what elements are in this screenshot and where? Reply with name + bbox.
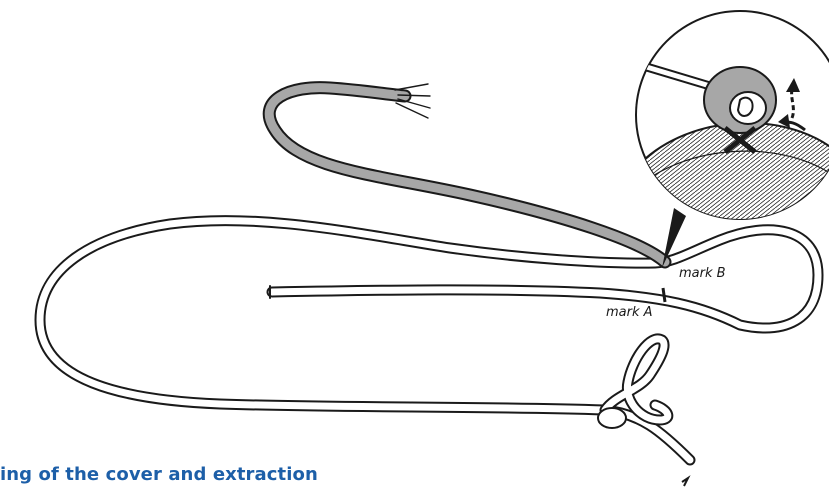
section-heading: ing of the cover and extraction (0, 464, 318, 485)
extracted-core (269, 84, 665, 262)
mark-a-label: mark A (606, 305, 653, 320)
main-rope (40, 221, 818, 460)
detail-circle (630, 11, 829, 230)
rope-end (682, 478, 688, 486)
mark-a-tick (663, 288, 665, 302)
mark-b-label: mark B (679, 266, 726, 281)
